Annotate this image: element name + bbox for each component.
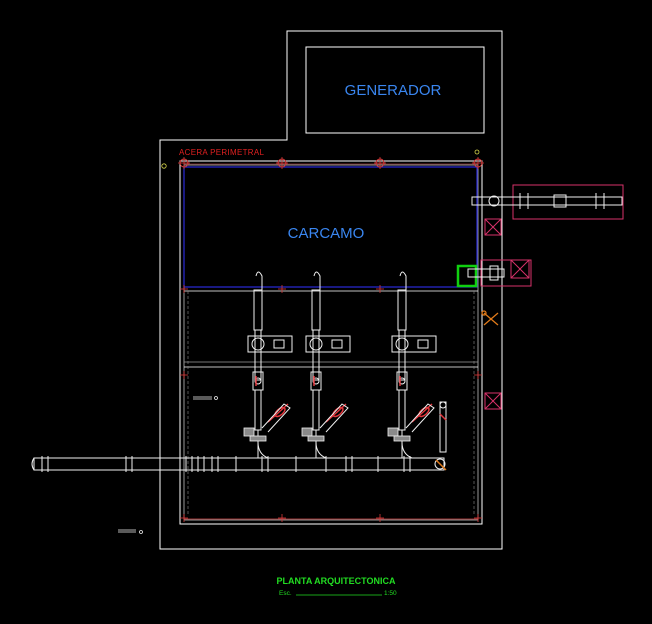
sump-outline — [183, 166, 478, 288]
pump-assembly-1 — [243, 271, 293, 459]
perimeter-sidewalk-outer — [179, 160, 483, 525]
pump-icon — [251, 337, 265, 351]
level-marker-icon — [474, 149, 480, 155]
axis-marker-crosses — [178, 157, 484, 169]
pump-assembly-2 — [301, 271, 351, 459]
building-outline — [159, 30, 503, 550]
plan-title: PLANTA ARQUITECTONICA — [277, 576, 396, 586]
pump-icon — [395, 337, 409, 351]
crossed-box-icon — [484, 218, 502, 236]
column-crosses — [180, 285, 482, 522]
crossed-box-icon — [510, 259, 530, 279]
crossed-box-icon — [484, 392, 502, 410]
panel-outline — [480, 259, 532, 287]
detail-tag-bottom — [118, 529, 143, 534]
left-edge-markers — [161, 149, 480, 169]
header-elbow — [435, 459, 447, 471]
sump-label: CARCAMO — [288, 225, 365, 242]
scale-prefix: Esc. — [279, 590, 292, 597]
gate-valve-icon — [243, 427, 267, 442]
check-valve-icon — [399, 376, 433, 423]
check-valve-icon — [313, 376, 347, 423]
discharge-header-pipe — [31, 456, 446, 472]
bypass-line — [439, 401, 447, 453]
wrench-icon — [481, 310, 499, 326]
bypass-valve — [439, 413, 447, 421]
external-pipe-box — [512, 184, 624, 220]
pump-assembly-3 — [387, 271, 437, 459]
scale-value: 1:50 — [384, 590, 397, 597]
gate-valve-icon — [553, 194, 567, 208]
axis-markers-top — [179, 158, 483, 168]
perimeter-sidewalk-label: ACERA PERIMETRAL — [179, 148, 265, 157]
generator-room — [305, 46, 485, 134]
green-inlet-box — [456, 264, 478, 288]
perimeter-sidewalk-inner — [183, 164, 479, 521]
external-pipe — [471, 193, 623, 209]
generator-label: GENERADOR — [345, 82, 442, 99]
detail-tag-left — [193, 396, 218, 400]
gate-valve-icon — [301, 427, 325, 442]
pump-icon — [309, 337, 323, 351]
check-valve-icon — [255, 376, 289, 423]
gate-valve-icon — [387, 427, 411, 442]
inlet-pipe — [467, 265, 505, 281]
level-marker-icon — [161, 163, 167, 169]
